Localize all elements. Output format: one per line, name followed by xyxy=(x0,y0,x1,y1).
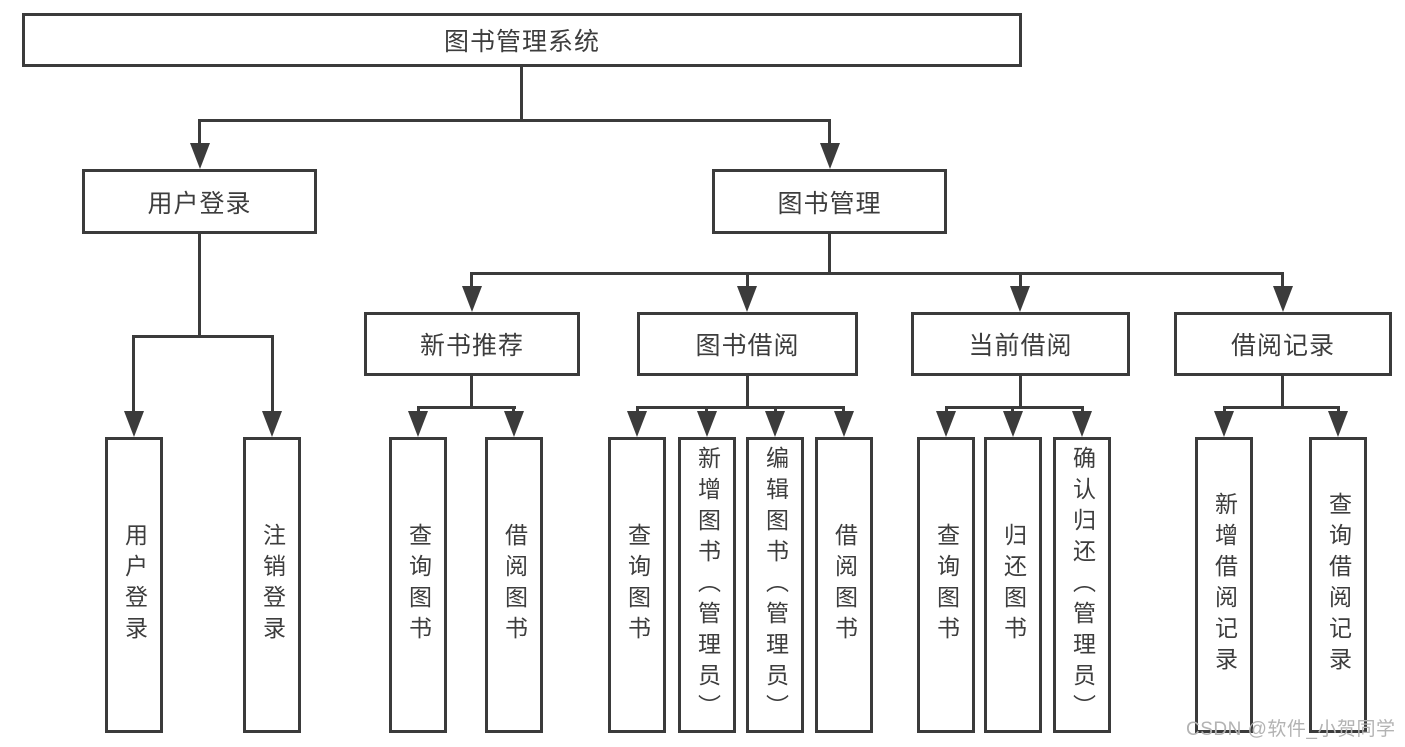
connector-stub xyxy=(945,406,948,414)
connector-stub xyxy=(1019,272,1022,289)
connector-stub xyxy=(746,272,749,289)
node-book-borrowing: 图书借阅 xyxy=(637,312,858,376)
connector-borrowing-vline xyxy=(746,376,749,408)
leaf-label: 查询图书 xyxy=(624,523,651,647)
connector-current-vline xyxy=(1019,376,1022,408)
arrowhead-icon xyxy=(1072,411,1092,437)
arrowhead-icon xyxy=(820,143,840,169)
connector-root-hline xyxy=(198,119,831,122)
leaf-label: 查询借阅记录 xyxy=(1325,492,1352,678)
connector-stub xyxy=(1223,406,1226,414)
arrowhead-icon xyxy=(262,411,282,437)
leaf-label: 新增图书（管理员） xyxy=(694,445,721,725)
leaf-borrow-books-recommend: 借阅图书 xyxy=(485,437,543,733)
arrowhead-icon xyxy=(697,411,717,437)
connector-stub xyxy=(842,406,845,414)
node-borrowing-records: 借阅记录 xyxy=(1174,312,1392,376)
connector-root-vline xyxy=(520,67,523,121)
leaf-query-books-recommend: 查询图书 xyxy=(389,437,447,733)
leaf-label: 注销登录 xyxy=(259,523,286,647)
leaf-label: 查询图书 xyxy=(933,523,960,647)
arrowhead-icon xyxy=(1328,411,1348,437)
connector-book-mgmt-vline xyxy=(828,234,831,275)
arrowhead-icon xyxy=(408,411,428,437)
connector-user-login-hline xyxy=(132,335,274,338)
node-current-borrowing: 当前借阅 xyxy=(911,312,1130,376)
connector-stub xyxy=(636,406,639,414)
leaf-confirm-return-admin: 确认归还（管理员） xyxy=(1053,437,1111,733)
arrowhead-icon xyxy=(1214,411,1234,437)
leaf-label: 查询图书 xyxy=(405,523,432,647)
leaf-query-books-current: 查询图书 xyxy=(917,437,975,733)
node-user-login: 用户登录 xyxy=(82,169,317,234)
node-book-management: 图书管理 xyxy=(712,169,947,234)
leaf-add-borrow-record: 新增借阅记录 xyxy=(1195,437,1253,733)
connector-book-mgmt-hline xyxy=(470,272,1284,275)
connector-stub xyxy=(512,406,515,414)
leaf-label: 借阅图书 xyxy=(831,523,858,647)
leaf-label: 用户登录 xyxy=(121,523,148,647)
arrowhead-icon xyxy=(1273,286,1293,312)
connector-stub xyxy=(1281,272,1284,289)
connector-borrowing-hline xyxy=(636,406,845,409)
arrowhead-icon xyxy=(462,286,482,312)
leaf-label: 归还图书 xyxy=(1000,523,1027,647)
connector-stub xyxy=(828,119,831,146)
leaf-query-books-borrowing: 查询图书 xyxy=(608,437,666,733)
arrowhead-icon xyxy=(936,411,956,437)
connector-stub xyxy=(417,406,420,414)
connector-stub xyxy=(774,406,777,414)
arrowhead-icon xyxy=(504,411,524,437)
leaf-logout: 注销登录 xyxy=(243,437,301,733)
arrowhead-icon xyxy=(627,411,647,437)
leaf-label: 新增借阅记录 xyxy=(1211,492,1238,678)
connector-current-hline xyxy=(945,406,1084,409)
leaf-add-books-admin: 新增图书（管理员） xyxy=(678,437,736,733)
connector-records-hline xyxy=(1223,406,1340,409)
node-new-book-recommend: 新书推荐 xyxy=(364,312,580,376)
connector-recommend-hline xyxy=(417,406,516,409)
csdn-watermark: CSDN @软件_小贺同学 xyxy=(1186,719,1396,740)
connector-stub xyxy=(132,335,135,413)
connector-records-vline xyxy=(1281,376,1284,408)
connector-stub xyxy=(271,335,274,413)
leaf-label: 确认归还（管理员） xyxy=(1069,445,1096,725)
arrowhead-icon xyxy=(765,411,785,437)
leaf-return-books: 归还图书 xyxy=(984,437,1042,733)
connector-user-login-vline xyxy=(198,234,201,338)
leaf-edit-books-admin: 编辑图书（管理员） xyxy=(746,437,804,733)
connector-stub xyxy=(198,119,201,146)
arrowhead-icon xyxy=(124,411,144,437)
connector-stub xyxy=(705,406,708,414)
connector-stub xyxy=(1337,406,1340,414)
connector-stub xyxy=(470,272,473,289)
leaf-user-login: 用户登录 xyxy=(105,437,163,733)
connector-stub xyxy=(1081,406,1084,414)
leaf-label: 编辑图书（管理员） xyxy=(762,445,789,725)
connector-stub xyxy=(1011,406,1014,414)
arrowhead-icon xyxy=(1010,286,1030,312)
arrowhead-icon xyxy=(834,411,854,437)
arrowhead-icon xyxy=(1003,411,1023,437)
arrowhead-icon xyxy=(737,286,757,312)
leaf-label: 借阅图书 xyxy=(501,523,528,647)
connector-recommend-vline xyxy=(470,376,473,408)
leaf-borrow-books-borrowing: 借阅图书 xyxy=(815,437,873,733)
arrowhead-icon xyxy=(190,143,210,169)
leaf-query-borrow-record: 查询借阅记录 xyxy=(1309,437,1367,733)
node-library-system: 图书管理系统 xyxy=(22,13,1022,67)
